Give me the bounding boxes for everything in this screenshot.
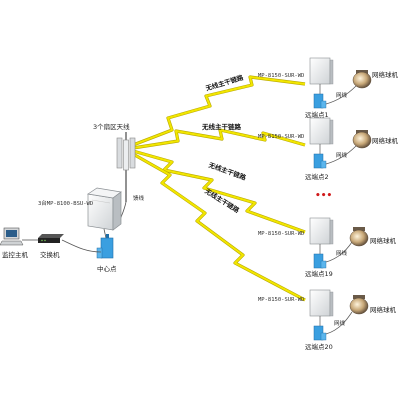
remote-poe-icon: [313, 153, 327, 169]
remote-poe-icon: [313, 93, 327, 109]
dome-camera-icon: [349, 295, 369, 315]
switch-icon: [38, 234, 64, 243]
base-station-model-label: 3台MP-8100-BSU-WD: [38, 201, 94, 207]
dome-camera-icon: [349, 227, 369, 247]
wireless-link-label: 无线主干链路: [202, 123, 241, 131]
remote-site-label: 远端点20: [305, 343, 333, 351]
dome-camera-icon: [352, 130, 372, 149]
camera-label: 网络球机: [370, 237, 396, 245]
remote-cable-label: 网线: [334, 321, 346, 327]
switch-label: 交换机: [40, 251, 60, 259]
sector-antenna-label: 3个扇区天线: [93, 123, 130, 131]
remote-radio-icon: [309, 289, 334, 317]
remote-poe-icon: [313, 253, 327, 269]
remote-site-label: 远端点2: [305, 173, 329, 181]
remote-radio-model-label: MP-8150-SUR-WD: [258, 231, 305, 237]
camera-label: 网络球机: [372, 137, 398, 145]
remote-cable-label: 网线: [336, 251, 348, 257]
base-station-icon: [87, 187, 122, 231]
remote-radio-model-label: MP-8150-SUR-WD: [258, 73, 305, 79]
remote-cable-label: 网线: [336, 93, 348, 99]
more-sites-ellipsis: •••: [315, 191, 333, 201]
remote-radio-model-label: MP-8150-SUR-WD: [258, 297, 305, 303]
remote-radio-icon: [309, 117, 334, 145]
camera-label: 网络球机: [372, 71, 398, 79]
wireless-link-4: [132, 152, 306, 302]
feeder-cable-label: 馈线: [133, 196, 145, 202]
remote-site-label: 远端点19: [305, 270, 333, 278]
remote-poe-icon: [313, 325, 327, 341]
remote-radio-icon: [309, 57, 334, 85]
remote-radio-model-label: MP-8150-SUR-WD: [258, 134, 305, 140]
remote-cable-label: 网线: [336, 153, 348, 159]
center-point-icon: [96, 234, 114, 259]
sector-antenna-icon: [116, 132, 136, 202]
dome-camera-icon: [352, 70, 372, 89]
monitor-host-icon: [0, 227, 24, 246]
remote-radio-icon: [309, 217, 334, 245]
monitor-host-label: 监控主机: [2, 251, 28, 259]
camera-label: 网络球机: [370, 306, 396, 314]
remote-site-label: 远端点1: [305, 111, 329, 119]
center-point-label: 中心点: [97, 265, 117, 273]
